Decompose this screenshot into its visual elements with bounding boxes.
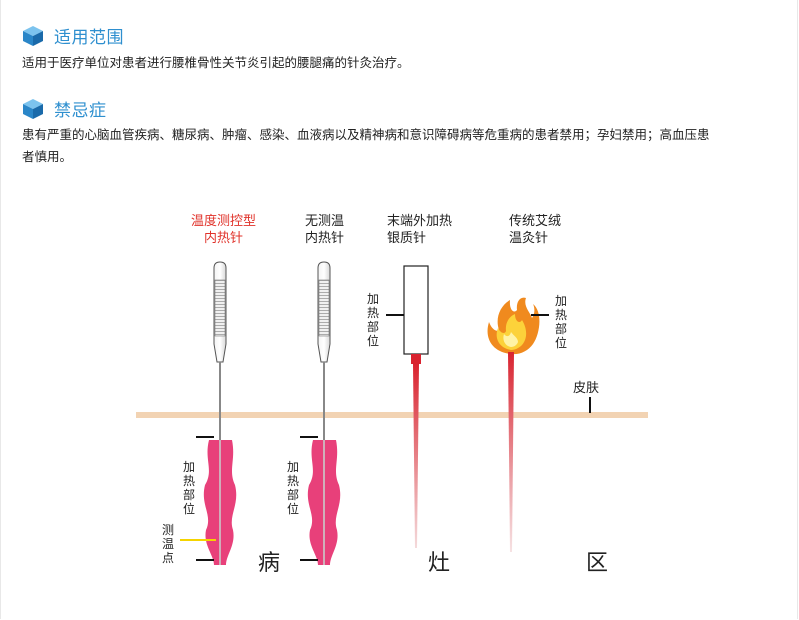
needle-temp-controlled	[180, 261, 237, 565]
skin-label: 皮肤	[573, 381, 600, 396]
section-header-contraindications: 禁忌症	[22, 96, 107, 121]
needle-label-1: 温度测控型 内热针	[191, 213, 256, 247]
needle-no-temp	[300, 261, 341, 565]
needle-label-3-line2: 银质针	[387, 231, 427, 246]
needle-label-2-line2: 内热针	[305, 231, 345, 246]
heating-part-label-4: 加热部位	[554, 294, 567, 350]
needle-label-1-line1: 温度测控型	[191, 214, 257, 229]
contraindications-line-2: 者慎用。	[22, 149, 73, 164]
flame-icon	[487, 297, 540, 355]
section-title: 禁忌症	[54, 101, 107, 121]
cube-icon	[23, 25, 43, 46]
section-header-scope: 适用范围	[22, 23, 124, 48]
needle-moxa	[487, 297, 549, 552]
lesion-zone-char-1: 病	[258, 551, 281, 576]
cube-icon	[23, 98, 43, 119]
scope-text: 适用于医疗单位对患者进行腰椎骨性关节炎引起的腰腿痛的针灸治疗。	[22, 55, 410, 70]
contraindications-line-1: 患有严重的心脑血管疾病、糖尿病、肿瘤、感染、血液病以及精神病和意识障碍病等危重病…	[22, 127, 710, 142]
needle-label-2: 无测温 内热针	[305, 213, 344, 247]
heating-part-label-3: 加热部位	[366, 292, 379, 348]
needle-label-1-line2: 内热针	[204, 231, 244, 246]
needle-label-4: 传统艾绒 温灸针	[509, 213, 561, 247]
needle-label-2-line1: 无测温	[305, 214, 345, 229]
needle-label-3: 末端外加热 银质针	[387, 213, 452, 247]
skin-layer	[136, 412, 648, 418]
lesion-zone-char-2: 灶	[428, 551, 451, 576]
needle-end-heated-silver	[386, 265, 429, 548]
needle-label-4-line2: 温灸针	[509, 231, 549, 246]
needle-label-4-line1: 传统艾绒	[509, 214, 562, 229]
heating-part-label-2: 加热部位	[286, 460, 299, 516]
contraindications-text: 患有严重的心脑血管疾病、糖尿病、肿瘤、感染、血液病以及精神病和意识障碍病等危重病…	[22, 124, 772, 168]
heating-part-label-1: 加热部位	[182, 460, 195, 516]
temp-point-label: 测温点	[161, 523, 174, 565]
section-title: 适用范围	[54, 28, 124, 48]
needle-label-3-line1: 末端外加热	[387, 214, 453, 229]
lesion-zone-char-3: 区	[586, 551, 609, 576]
